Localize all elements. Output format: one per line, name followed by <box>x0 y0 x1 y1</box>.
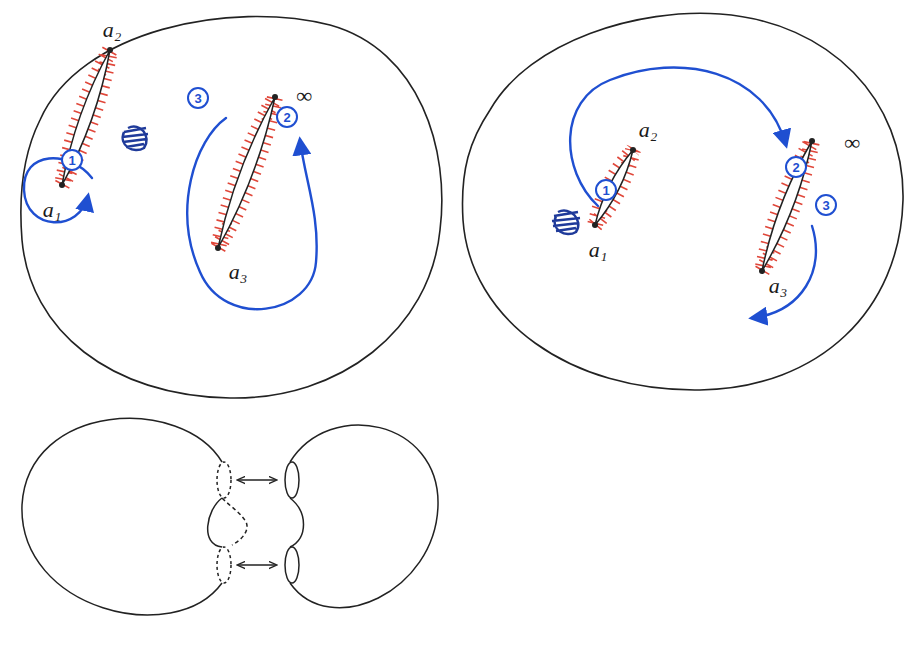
loop-path <box>24 68 816 318</box>
sphere-outline <box>21 17 442 399</box>
callout-number: 2 <box>283 111 290 124</box>
callout-number: 3 <box>194 92 201 105</box>
branch-point <box>59 47 815 274</box>
slit <box>62 50 812 271</box>
callout-number: 1 <box>68 154 75 167</box>
point-label: a₁ <box>43 199 62 221</box>
scribble <box>122 127 580 234</box>
point-label: a₂ <box>639 119 658 141</box>
surface-sketch <box>22 418 438 615</box>
point-label: ∞ <box>296 85 312 107</box>
point-label: ∞ <box>844 132 860 154</box>
point-label: a₃ <box>229 261 248 283</box>
point-label: a₃ <box>769 275 788 297</box>
callout-number: 1 <box>602 184 609 197</box>
callout-number: 3 <box>822 199 829 212</box>
point-label: a₁ <box>589 239 608 261</box>
callout-circle <box>62 88 836 215</box>
sphere-outline <box>462 13 903 390</box>
callout-number: 2 <box>792 161 799 174</box>
slit-hatching <box>62 50 812 271</box>
point-label: a₂ <box>103 19 122 41</box>
